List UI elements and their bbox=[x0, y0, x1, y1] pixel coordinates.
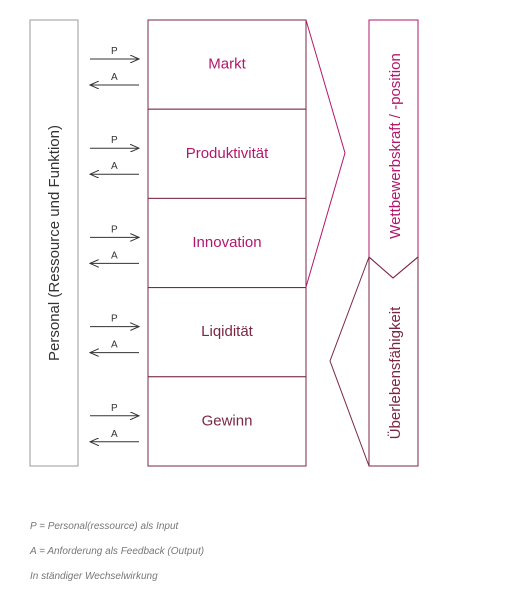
category-box bbox=[147, 376, 307, 467]
top-chevron-connector bbox=[305, 19, 346, 288]
personal-label: Personal (Ressource und Funktion) bbox=[46, 125, 63, 361]
arrow-pairs: P A P A P A P A P A bbox=[90, 46, 139, 442]
feedback-letter: A bbox=[111, 429, 118, 440]
survivability-box bbox=[368, 255, 419, 467]
legend-feedback: A = Anforderung als Feedback (Output) bbox=[30, 546, 205, 557]
legend-interaction: In ständiger Wechselwirkung bbox=[30, 571, 158, 582]
category-label: Innovation bbox=[192, 234, 261, 251]
category-label: Liqidität bbox=[201, 323, 254, 340]
category-label: Markt bbox=[208, 56, 246, 73]
feedback-letter: A bbox=[111, 72, 118, 83]
survivability-label: Überlebensfähigkeit bbox=[386, 306, 404, 439]
input-letter: P bbox=[111, 403, 118, 414]
category-box bbox=[147, 19, 307, 110]
category-box bbox=[147, 197, 307, 289]
input-letter: P bbox=[111, 314, 118, 325]
input-letter: P bbox=[111, 224, 118, 235]
feedback-letter: A bbox=[111, 250, 118, 261]
personal-box bbox=[29, 19, 79, 467]
legend-input: P = Personal(ressource) als Input bbox=[30, 521, 179, 532]
bottom-chevron-connector bbox=[329, 256, 370, 467]
input-letter: P bbox=[111, 46, 118, 57]
category-stack: MarktProduktivitätInnovationLiqiditätGew… bbox=[147, 19, 307, 467]
feedback-letter: A bbox=[111, 340, 118, 351]
category-label: Gewinn bbox=[202, 412, 253, 429]
input-letter: P bbox=[111, 135, 118, 146]
category-box bbox=[147, 287, 307, 378]
competitiveness-label: Wettbewerbskraft / -position bbox=[387, 53, 404, 239]
feedback-letter: A bbox=[111, 161, 118, 172]
category-label: Produktivität bbox=[186, 145, 269, 162]
